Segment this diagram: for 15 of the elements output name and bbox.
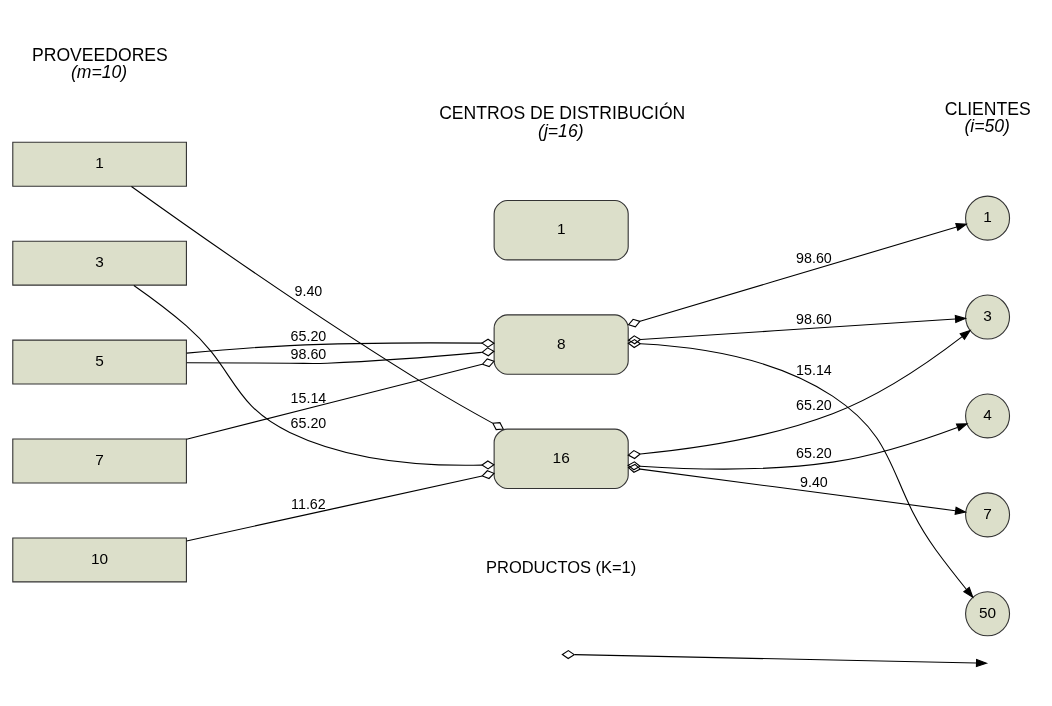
edge-label: 9.40	[294, 282, 323, 298]
label: CENTROS DE DISTRIBUCIÓN	[439, 102, 686, 123]
edge-label: 9.40	[800, 473, 828, 490]
edge-label: 15.14	[290, 389, 327, 406]
edge-label: 98.60	[796, 249, 832, 266]
edge-label: 65.20	[290, 414, 327, 431]
edge-label: 65.20	[796, 396, 832, 413]
edge-label: 15.14	[796, 361, 832, 378]
edge-label: 98.60	[290, 345, 327, 362]
edge-label: 11.62	[291, 495, 326, 512]
legend-label: PRODUCTOS (K=1)	[486, 557, 637, 576]
label: (j=16)	[538, 120, 584, 141]
edge-label: 98.60	[796, 310, 832, 327]
edge-label: 65.20	[796, 444, 832, 461]
edge-label: 65.20	[290, 327, 327, 344]
